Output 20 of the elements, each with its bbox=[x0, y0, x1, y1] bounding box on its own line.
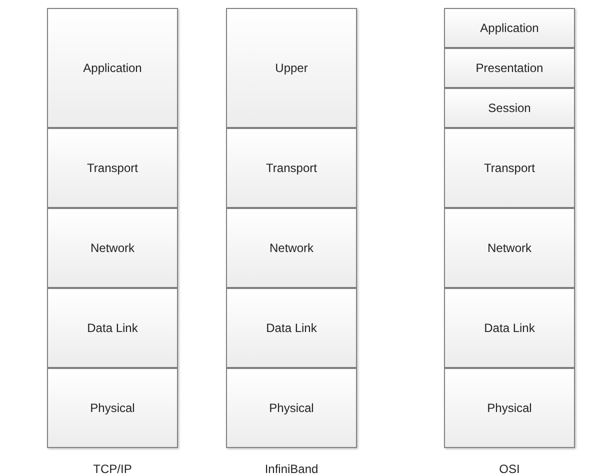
stack-caption: OSI bbox=[499, 462, 520, 474]
layer-box: Network bbox=[47, 208, 178, 288]
layer-box: Transport bbox=[226, 128, 357, 208]
stack-caption: TCP/IP bbox=[93, 462, 132, 474]
layer-box: Physical bbox=[444, 368, 575, 448]
layer-box: Application bbox=[47, 8, 178, 128]
layer-box: Transport bbox=[47, 128, 178, 208]
stack-caption: InfiniBand bbox=[264, 462, 318, 474]
layer-box: Physical bbox=[47, 368, 178, 448]
layer-box: Data Link bbox=[47, 288, 178, 368]
layer-box: Data Link bbox=[444, 288, 575, 368]
layer-box: Presentation bbox=[444, 48, 575, 88]
layer-box: Transport bbox=[444, 128, 575, 208]
layer-box: Upper bbox=[226, 8, 357, 128]
layer-box: Data Link bbox=[226, 288, 357, 368]
layer-box: Physical bbox=[226, 368, 357, 448]
layer-box: Network bbox=[444, 208, 575, 288]
layer-box: Application bbox=[444, 8, 575, 48]
layer-box: Network bbox=[226, 208, 357, 288]
layer-box: Session bbox=[444, 88, 575, 128]
